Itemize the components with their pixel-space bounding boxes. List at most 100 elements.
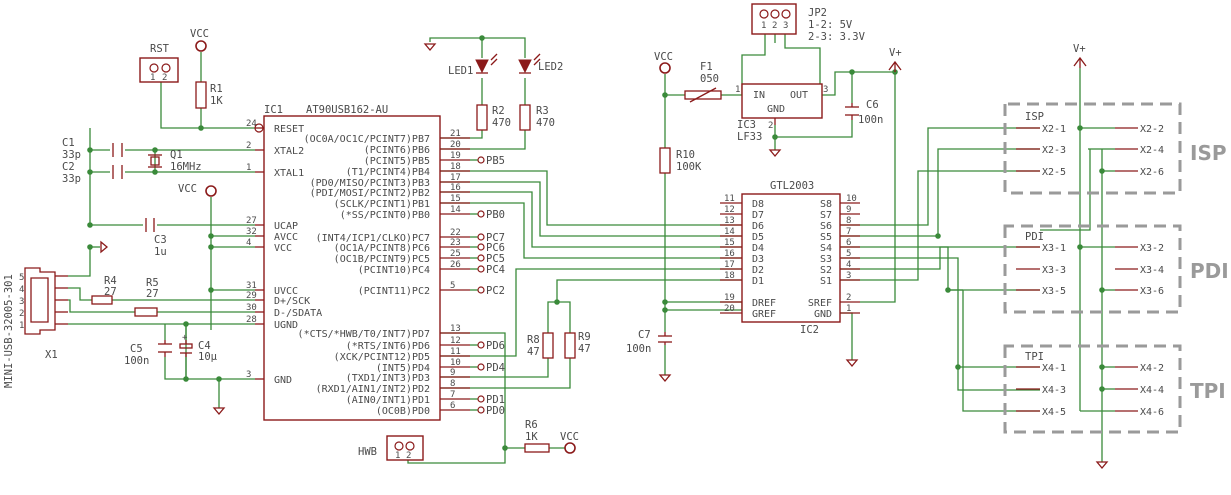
ic2-pin-name: S6 <box>820 221 832 232</box>
ic1-left-pins: RESET24XTAL22XTAL11UCAP27AVCC32VCC4UVCC3… <box>246 119 322 386</box>
ic1-pin-name: (RXD1/AIN1/INT2)PD2 <box>316 384 430 395</box>
header-pin-right: X4-6 <box>1140 407 1164 418</box>
ic2-pin-name: SREF <box>808 298 832 309</box>
ic1-pin-name: (PDI/MOSI/PCINT2)PB2 <box>310 188 430 199</box>
ic1-pin-name: (PCINT10)PC4 <box>358 265 430 276</box>
ic1-pin-number: 29 <box>246 291 257 301</box>
ic2-pin-number: 11 <box>724 194 735 204</box>
header-pin-right: X4-2 <box>1140 363 1164 374</box>
ic2-ref: IC2 <box>800 324 819 336</box>
ic3-out: OUT <box>790 90 808 101</box>
c4-ref: C4 <box>198 340 211 352</box>
r2-value: 470 <box>492 117 511 129</box>
usb-connector-x1: 5 4 3 2 1 X1 MINI-USB-32005-301 <box>3 267 68 388</box>
ic1-pin-name: UCAP <box>274 221 298 232</box>
hwb-p1: 1 <box>395 451 400 461</box>
ic1-pin-name: GND <box>274 375 292 386</box>
ic1-pin-name: (*CTS/*HWB/T0/INT7)PD7 <box>298 329 430 340</box>
x1-pin1: 1 <box>19 321 24 331</box>
ic2-pin-name: S2 <box>820 265 832 276</box>
net-pd0: PD0 <box>486 405 505 417</box>
x1-pin3: 3 <box>19 297 24 307</box>
c5-value: 100n <box>124 355 149 367</box>
header-pin-left: X4-5 <box>1042 407 1066 418</box>
net-pc5: PC5 <box>486 253 505 265</box>
header-pin-right: X3-4 <box>1140 265 1164 276</box>
ic1-pin-name: (OC0A/OC1C/PCINT7)PB7 <box>304 134 430 145</box>
ic1-pin-name: AVCC <box>274 232 298 243</box>
r1-value: 1K <box>210 95 223 107</box>
net-labels: PB5 PB0 PC7 PC6 PC5 PC4 PC2 PD6 PD4 PD1 … <box>477 155 505 417</box>
header-pin-left: X3-1 <box>1042 243 1066 254</box>
ic2-pin-name: S3 <box>820 254 832 265</box>
x1-pin2: 2 <box>19 309 24 319</box>
ic3-pin3: 3 <box>823 85 828 95</box>
ic2-pin-number: 5 <box>846 249 851 259</box>
ic2-pin-number: 7 <box>846 227 851 237</box>
ic1-pin-name: D-/SDATA <box>274 308 322 319</box>
ic1-pin-name: UGND <box>274 320 298 331</box>
ic1-pin-name: (PCINT11)PC2 <box>358 286 430 297</box>
r3-ref: R3 <box>536 105 549 117</box>
net-pb0: PB0 <box>486 209 505 221</box>
ic1-pin-number: 18 <box>450 162 461 172</box>
ic2-pin-name: D8 <box>752 199 764 210</box>
header-pin-right: X2-6 <box>1140 167 1164 178</box>
ic1-pin-name: (T1/PCINT4)PB4 <box>346 167 430 178</box>
resistors: R1 1K R2 470 R3 470 R4 27 R5 27 R6 1K R8… <box>91 81 702 453</box>
ic1-pin-number: 14 <box>450 205 461 215</box>
ic2-pin-name: D6 <box>752 221 764 232</box>
pdi-title: PDI <box>1190 259 1229 283</box>
c2-ref: C2 <box>62 161 75 173</box>
x1-pin4: 4 <box>19 285 24 295</box>
ic1-pin-number: 1 <box>246 163 251 173</box>
vplus-label-2: V+ <box>1073 43 1086 55</box>
ic1-pin-name: XTAL2 <box>274 146 304 157</box>
ic1-pin-number: 2 <box>246 141 251 151</box>
ic1-pin-name: (OC1B/PCINT9)PC5 <box>334 254 430 265</box>
c3-value: 1u <box>154 246 167 258</box>
header-pin-left: X4-3 <box>1042 385 1066 396</box>
ic3-pin1: 1 <box>735 85 740 95</box>
ic1-pin-number: 25 <box>450 249 461 259</box>
ic3-pin2: 2 <box>768 121 773 131</box>
r6-value: 1K <box>525 431 538 443</box>
net-pd6: PD6 <box>486 340 505 352</box>
ic1-pin-number: 3 <box>246 370 251 380</box>
r5-value: 27 <box>146 288 159 300</box>
crystal-q1: Q1 16MHz <box>148 149 202 173</box>
pdi-ref: PDI <box>1025 231 1044 243</box>
ic1-pin-number: 9 <box>450 368 455 378</box>
led1: LED1 <box>448 53 498 77</box>
rst-jumper: RST 1 2 <box>139 43 179 83</box>
ic2-pin-number: 9 <box>846 205 851 215</box>
ic1-pin-number: 30 <box>246 303 257 313</box>
ic2-pin-number: 17 <box>724 260 735 270</box>
capacitors: C1 33p C2 33p C3 1u C5 100n + C4 10µ C6 … <box>62 99 883 367</box>
fuse-f1: F1 050 <box>684 61 722 103</box>
vcc-label-f1: VCC <box>654 51 673 63</box>
isp-ref: ISP <box>1025 111 1044 123</box>
jp2-jumper: 1 2 3 JP2 1-2: 5V 2-3: 3.3V <box>751 3 866 43</box>
net-pd1: PD1 <box>486 394 505 406</box>
ic1-pin-name: VCC <box>274 243 292 254</box>
ic1-pin-number: 12 <box>450 336 461 346</box>
ic1-pin-name: D+/SCK <box>274 296 310 307</box>
ic3-regulator: IN OUT GND 1 2 3 IC3 LF33 <box>735 83 828 143</box>
ic1-pin-name: (OC1A/PCINT8)PC6 <box>334 243 430 254</box>
ic2-pin-name: GND <box>814 309 832 320</box>
ic1-pin-number: 19 <box>450 151 461 161</box>
ic1-pin-number: 21 <box>450 129 461 139</box>
ic2-part: GTL2003 <box>770 180 814 192</box>
net-pc6: PC6 <box>486 242 505 254</box>
ic2-pin-number: 19 <box>724 293 735 303</box>
rst-p2: 2 <box>162 73 167 83</box>
jp2-p3: 3 <box>783 21 788 31</box>
net-pc2: PC2 <box>486 285 505 297</box>
rst-ref: RST <box>150 43 170 55</box>
ic2-pin-name: S7 <box>820 210 832 221</box>
r1-ref: R1 <box>210 83 223 95</box>
ic1-pin-name: (SCLK/PCINT1)PB1 <box>334 199 430 210</box>
ic1-pin-number: 20 <box>450 140 461 150</box>
